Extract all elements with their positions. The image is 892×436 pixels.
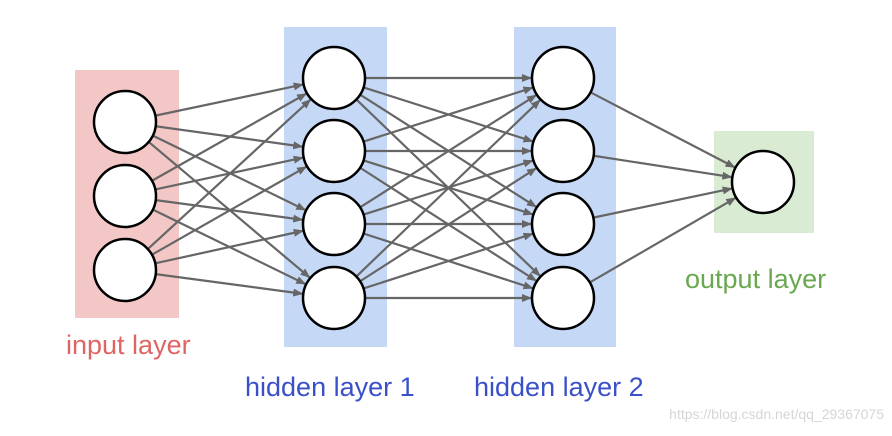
- edge-hidden1-3-to-hidden2-0: [355, 99, 541, 278]
- edge-input-1-to-hidden1-0: [151, 92, 308, 182]
- edge-hidden2-0-to-output-0: [589, 91, 736, 169]
- output-layer-label: output layer: [685, 264, 827, 294]
- edge-hidden2-1-to-output-0: [593, 154, 733, 180]
- hidden2-node-2: [530, 191, 596, 257]
- hidden2-node-3: [530, 265, 596, 331]
- edge-input-2-to-hidden1-1: [151, 165, 308, 256]
- input-node-2: [92, 237, 158, 303]
- input-node-0: [92, 89, 158, 155]
- hidden-layer-2-label: hidden layer 2: [474, 372, 644, 402]
- edge-hidden1-3-to-hidden2-1: [359, 167, 537, 283]
- hidden1-node-2: [301, 191, 367, 257]
- edge-input-0-to-hidden1-0: [155, 82, 304, 117]
- edge-input-2-to-hidden1-0: [147, 98, 312, 250]
- hidden1-node-1: [301, 118, 367, 184]
- edge-hidden2-2-to-output-0: [593, 186, 733, 219]
- hidden1-node-3: [301, 265, 367, 331]
- watermark-text: https://blog.csdn.net/qq_29367075: [669, 406, 884, 422]
- edge-hidden1-3-to-hidden2-2: [363, 232, 534, 290]
- hidden2-node-0: [530, 45, 596, 111]
- hidden1-node-0: [301, 45, 367, 111]
- input-node-1: [92, 163, 158, 229]
- edge-input-2-to-hidden1-2: [155, 228, 304, 265]
- edge-hidden1-2-to-hidden2-0: [359, 94, 537, 209]
- input-layer-label: input layer: [66, 330, 191, 360]
- edge-input-2-to-hidden1-3: [155, 273, 304, 297]
- edge-hidden1-1-to-hidden2-0: [363, 86, 534, 143]
- hidden-layer-1-label: hidden layer 1: [245, 372, 415, 402]
- output-node-0: [730, 149, 796, 215]
- edge-hidden2-3-to-output-0: [589, 197, 737, 284]
- hidden2-node-1: [530, 118, 596, 184]
